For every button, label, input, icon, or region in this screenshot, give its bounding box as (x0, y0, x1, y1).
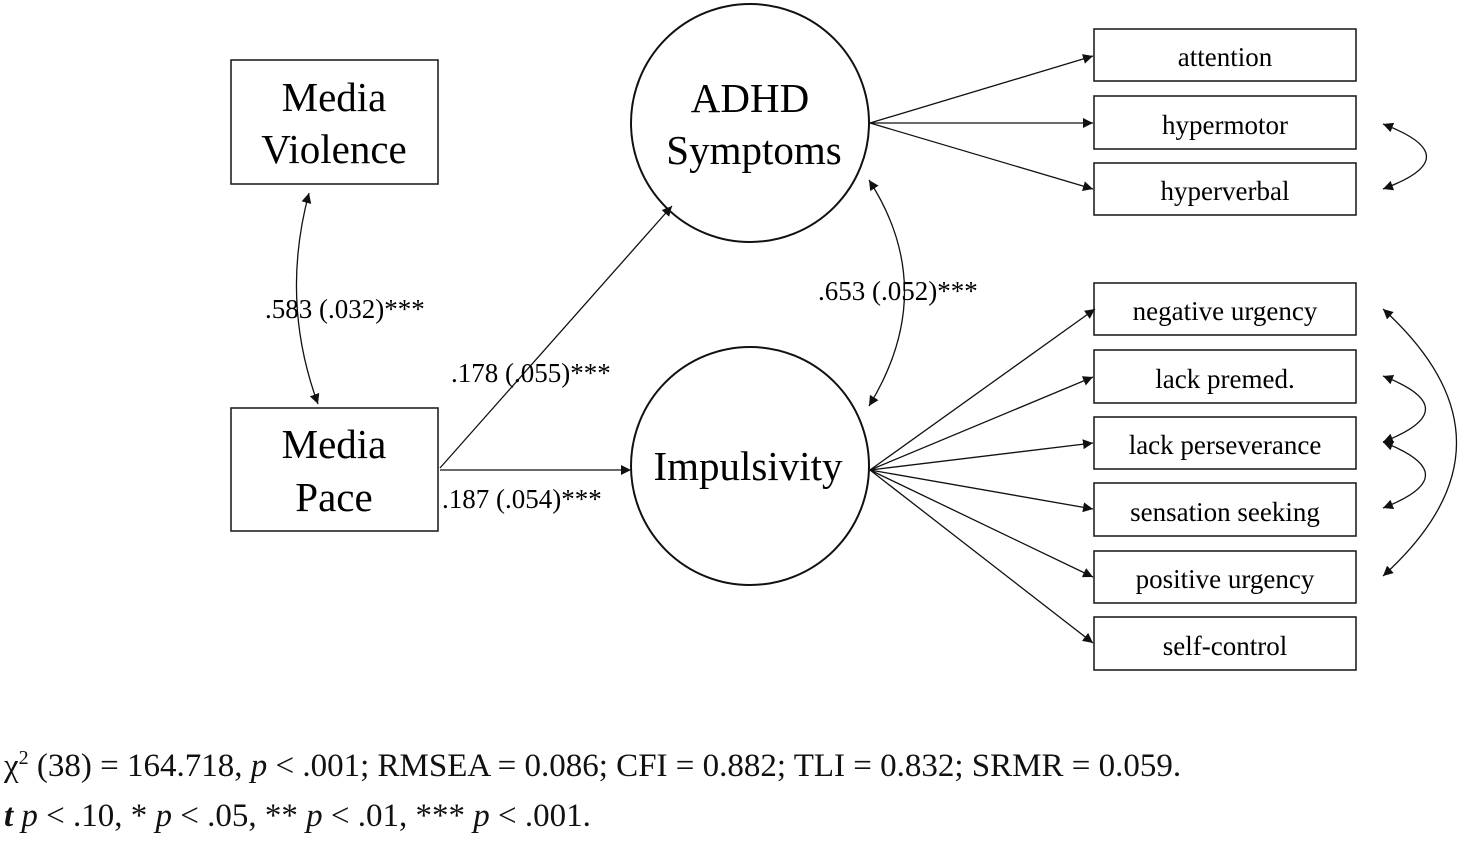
chi-df-value: (38) = 164.718, (28, 748, 251, 784)
chi-superscript: 2 (18, 747, 29, 769)
impulsivity-indicator-negative-urgency: negative urgency (1093, 282, 1357, 336)
media-pace-label-2: Pace (295, 474, 372, 520)
media-violence-label-2: Violence (261, 126, 407, 172)
t-symbol: t (4, 798, 14, 834)
indicator-label: lack premed. (1155, 364, 1294, 394)
covariance-adhd-impulsivity (868, 179, 906, 407)
indicator-label: hypermotor (1162, 110, 1288, 140)
impulsivity-indicator-self-control: self-control (1093, 616, 1357, 671)
impulsivity-node: Impulsivity (630, 346, 870, 586)
fit-indices: < .001; RMSEA = 0.086; CFI = 0.882; TLI … (267, 748, 1182, 784)
path-pace-to-adhd (439, 205, 673, 469)
adhd-indicator-hypermotor: hypermotor (1093, 95, 1357, 150)
p-symbol: p (473, 798, 490, 834)
media-pace-node: Media Pace (230, 407, 439, 532)
adhd-label-1: ADHD (691, 75, 809, 121)
media-violence-node: Media Violence (230, 59, 439, 185)
loading-imp-positive-urgency (869, 469, 1094, 578)
indicator-label: self-control (1163, 631, 1287, 661)
media-violence-label-1: Media (282, 74, 387, 120)
impulsivity-indicator-lack-perseverance: lack perseverance (1093, 416, 1357, 470)
legend-value: < .05, ** (172, 798, 307, 834)
media-pace-label-1: Media (282, 421, 387, 467)
coef-adhd-impulsivity: .653 (.052)*** (818, 276, 978, 306)
adhd-label-2: Symptoms (666, 127, 841, 173)
loading-imp-lack-perseverance (869, 439, 1094, 471)
legend-value: < .001. (489, 798, 591, 834)
p-symbol: p (250, 748, 268, 784)
impulsivity-indicator-lack-premed: lack premed. (1093, 349, 1357, 404)
loading-imp-self-control (869, 469, 1094, 644)
indicator-label: attention (1178, 42, 1273, 72)
chi-symbol: χ (4, 748, 19, 784)
legend-value: < .01, *** (322, 798, 474, 834)
model-fit-statistics: χ2 (38) = 164.718, p < .001; RMSEA = 0.0… (4, 748, 1181, 783)
residual-cov-perseverance-sensation (1382, 440, 1427, 510)
indicator-label: hyperverbal (1161, 176, 1290, 206)
loading-imp-negative-urgency (869, 308, 1096, 471)
p-symbol: p (306, 798, 323, 834)
adhd-symptoms-node: ADHD Symptoms (630, 3, 870, 243)
indicator-label: positive urgency (1136, 564, 1315, 594)
coef-pace-adhd: .178 (.055)*** (451, 358, 611, 388)
significance-legend: t p < .10, * p < .05, ** p < .01, *** p … (4, 800, 591, 833)
impulsivity-indicator-positive-urgency: positive urgency (1093, 550, 1357, 604)
loading-imp-sensation-seeking (869, 469, 1094, 513)
residual-cov-negative-positive-urgency (1382, 308, 1457, 577)
impulsivity-label: Impulsivity (653, 443, 843, 489)
loading-adhd-attention (869, 54, 1094, 124)
indicator-label: negative urgency (1133, 296, 1318, 326)
legend-value: < .10, * (37, 798, 156, 834)
indicator-label: sensation seeking (1130, 497, 1320, 527)
impulsivity-indicator-sensation-seeking: sensation seeking (1093, 482, 1357, 537)
coef-pace-impulsivity: .187 (.054)*** (442, 484, 602, 514)
adhd-indicator-hyperverbal: hyperverbal (1093, 162, 1357, 216)
indicator-label: lack perseverance (1129, 430, 1322, 460)
adhd-indicator-attention: attention (1093, 28, 1357, 82)
covariance-violence-pace (295, 192, 320, 405)
p-symbol: p (155, 798, 173, 834)
p-symbol: p (21, 798, 38, 834)
residual-cov-premed-perseverance (1382, 374, 1427, 444)
coef-violence-pace: .583 (.032)*** (265, 294, 425, 324)
loading-adhd-hyperverbal (869, 122, 1094, 191)
loading-imp-lack-premed (869, 376, 1094, 471)
residual-cov-hypermotor-hyperverbal (1382, 122, 1427, 191)
